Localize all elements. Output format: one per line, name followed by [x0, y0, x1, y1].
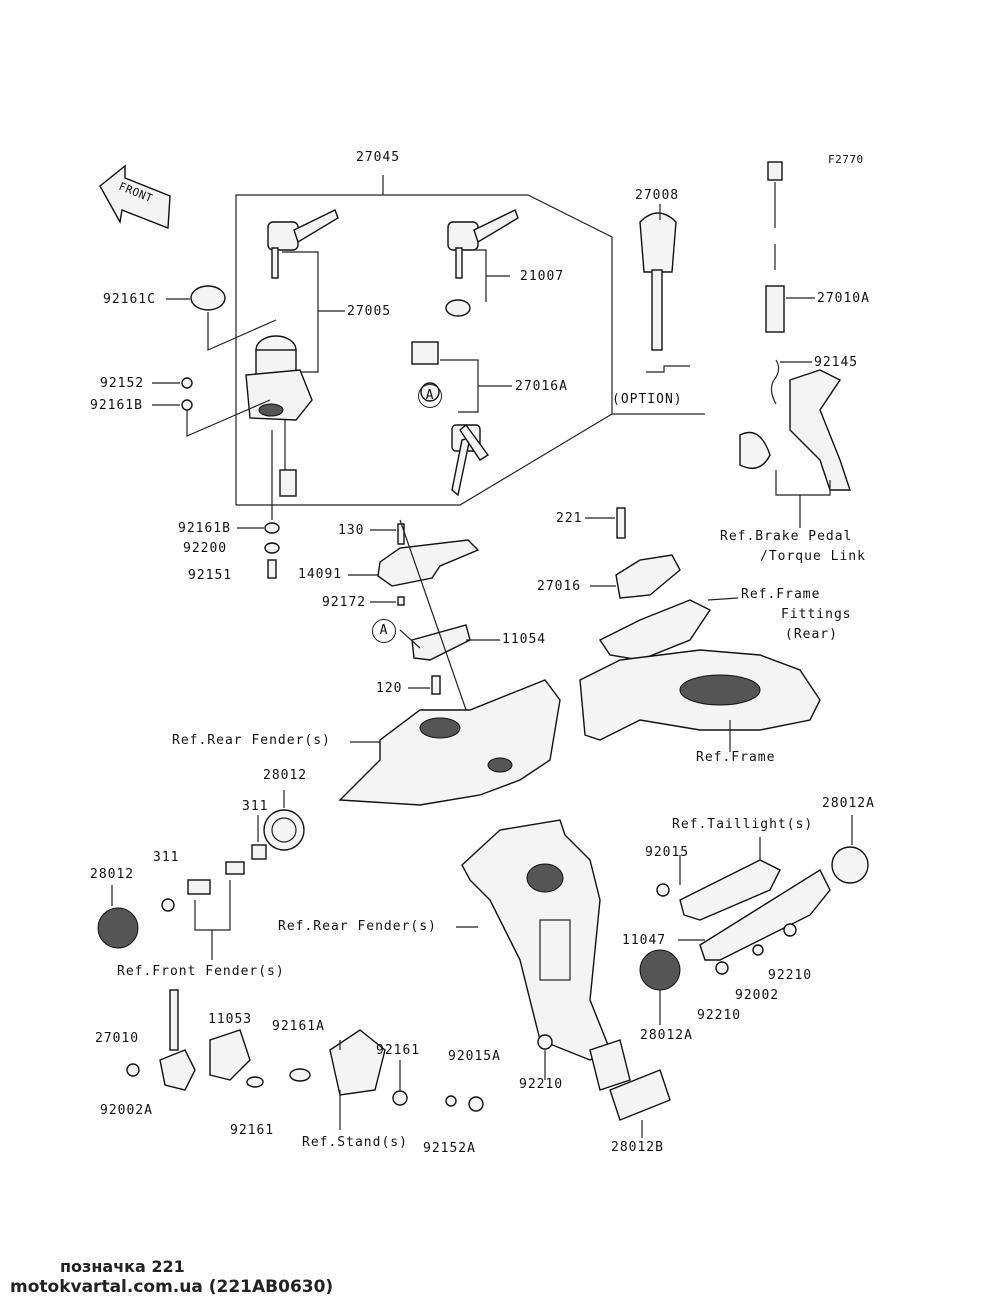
- part-number: 92002A: [100, 1103, 153, 1118]
- part-number: 92172: [322, 595, 367, 610]
- part-number: 28012: [90, 867, 135, 882]
- part-number: 28012: [263, 768, 308, 783]
- part-number: 130: [338, 523, 365, 538]
- part-number: 92152A: [423, 1141, 476, 1156]
- reference-label: Ref.Brake Pedal: [720, 529, 853, 544]
- seat-lock-icon: [411, 341, 490, 497]
- reflector-icon: [263, 809, 305, 851]
- part-number: 28012B: [611, 1140, 664, 1155]
- key-set-icon: [447, 209, 519, 279]
- part-number: 27016: [537, 579, 582, 594]
- cap-icon: [445, 299, 471, 317]
- part-number: 92015A: [448, 1049, 501, 1064]
- part-number: 92210: [519, 1077, 564, 1092]
- reference-label: Ref.Front Fender(s): [117, 964, 285, 979]
- bracket-icon: [377, 523, 480, 695]
- license-bracket-icon: [461, 819, 611, 1061]
- reference-label: Ref.Frame: [696, 750, 776, 765]
- part-number: 221: [556, 511, 583, 526]
- part-number: 11047: [622, 933, 667, 948]
- part-number: 311: [242, 799, 269, 814]
- reference-label: /Torque Link: [760, 549, 866, 564]
- figure-code: F2770: [828, 153, 864, 166]
- part-number: 311: [153, 850, 180, 865]
- part-number: 92200: [183, 541, 228, 556]
- brake-switch-icon: [739, 161, 851, 491]
- reference-label: Ref.Frame: [741, 587, 821, 602]
- part-number: 92145: [814, 355, 859, 370]
- part-number: 92210: [768, 968, 813, 983]
- kit-outline: [235, 194, 705, 505]
- part-number: 27010: [95, 1031, 140, 1046]
- frame-icon: [579, 649, 821, 741]
- part-number: 92161C: [103, 292, 156, 307]
- reflector-icon: [639, 949, 681, 991]
- part-number: 27016A: [515, 379, 568, 394]
- reference-label: Ref.Rear Fender(s): [172, 733, 331, 748]
- part-number: 28012A: [822, 796, 875, 811]
- part-number: 92015: [645, 845, 690, 860]
- part-number: 11053: [208, 1012, 253, 1027]
- marker-a: A: [418, 384, 442, 408]
- part-number: 92161: [230, 1123, 275, 1138]
- reflector-icon: [609, 1069, 671, 1121]
- reflector-icon: [831, 846, 869, 884]
- part-number: 27008: [635, 188, 680, 203]
- part-number: 28012A: [640, 1028, 693, 1043]
- front-arrow-icon: [99, 164, 171, 230]
- key-set-icon: [267, 209, 339, 279]
- option-label: (OPTION): [612, 392, 683, 407]
- part-number: 120: [376, 681, 403, 696]
- part-number: 92151: [188, 568, 233, 583]
- reference-label: Fittings: [781, 607, 852, 622]
- reference-label: Ref.Stand(s): [302, 1135, 408, 1150]
- footer-source: motokvartal.com.ua (221AB0630): [10, 1277, 334, 1297]
- part-number: 27005: [347, 304, 392, 319]
- part-number: 14091: [298, 567, 343, 582]
- rear-fender-icon: [338, 679, 561, 806]
- ignition-switch-icon: [245, 335, 313, 497]
- option-key-icon: [639, 212, 690, 373]
- part-number: 11054: [502, 632, 547, 647]
- lock-plate-icon: [615, 554, 681, 599]
- part-number: 27045: [356, 150, 401, 165]
- reflector-icon: [97, 907, 139, 949]
- reference-label: (Rear): [785, 627, 838, 642]
- marker-a: A: [372, 619, 396, 643]
- part-number: 92210: [697, 1008, 742, 1023]
- part-number: 92161B: [178, 521, 231, 536]
- part-number: 27010A: [817, 291, 870, 306]
- part-number: 92152: [100, 376, 145, 391]
- reference-label: Ref.Rear Fender(s): [278, 919, 437, 934]
- part-number: 92161: [376, 1043, 421, 1058]
- part-number: 21007: [520, 269, 565, 284]
- part-number: 92002: [735, 988, 780, 1003]
- part-number: 92161B: [90, 398, 143, 413]
- cap-icon: [190, 285, 226, 311]
- part-number: 92161A: [272, 1019, 325, 1034]
- taillight-bracket-icon: [679, 859, 831, 961]
- footer-label: позначка 221: [60, 1257, 185, 1276]
- reference-label: Ref.Taillight(s): [672, 817, 814, 832]
- side-stand-switch-icon: [159, 989, 484, 1112]
